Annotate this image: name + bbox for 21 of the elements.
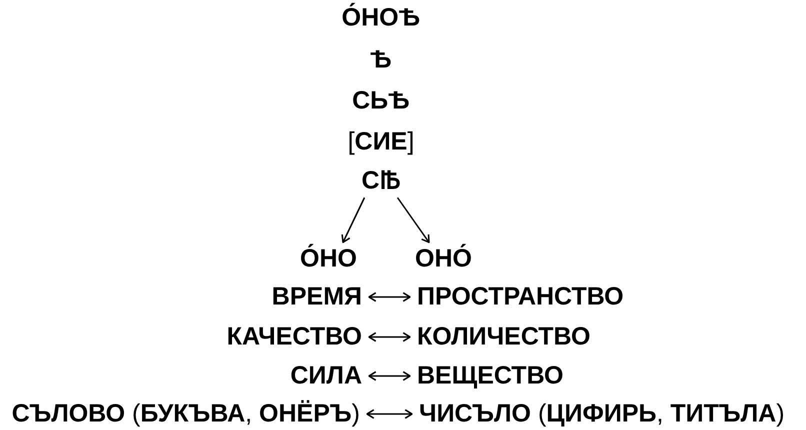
word-text: Ѣ xyxy=(370,44,392,76)
word-text: СЬѢ xyxy=(352,85,410,116)
term-text: СЪЛОВО (БУКЪВА, ОНЁРЪ) xyxy=(12,398,360,430)
term-text: ПРОСТРАНСТВО xyxy=(417,281,624,313)
term-text: СꙒ xyxy=(361,165,401,197)
term-text: ОНО́ xyxy=(415,243,472,275)
word-text: [СИЕ] xyxy=(348,126,414,158)
double-arrow xyxy=(368,332,411,342)
term-text: ВРЕМЯ xyxy=(272,281,362,313)
term-text: О́НО xyxy=(300,243,357,275)
double-arrow xyxy=(368,371,411,381)
double-arrow xyxy=(366,409,413,419)
term-text: СИЛА xyxy=(290,360,362,392)
double-arrow xyxy=(368,292,411,302)
term-text: КАЧЕСТВО xyxy=(226,321,362,353)
arrow xyxy=(396,197,430,244)
word-text: О́НОѢ xyxy=(342,2,420,34)
term-text: КОЛИЧЕСТВО xyxy=(417,321,590,353)
arrow xyxy=(341,197,366,244)
term-text: ВЕЩЕСТВО xyxy=(417,360,564,392)
term-text: ЧИСЪЛО (ЦИФИРЬ, ТИТЪЛА) xyxy=(419,398,785,430)
